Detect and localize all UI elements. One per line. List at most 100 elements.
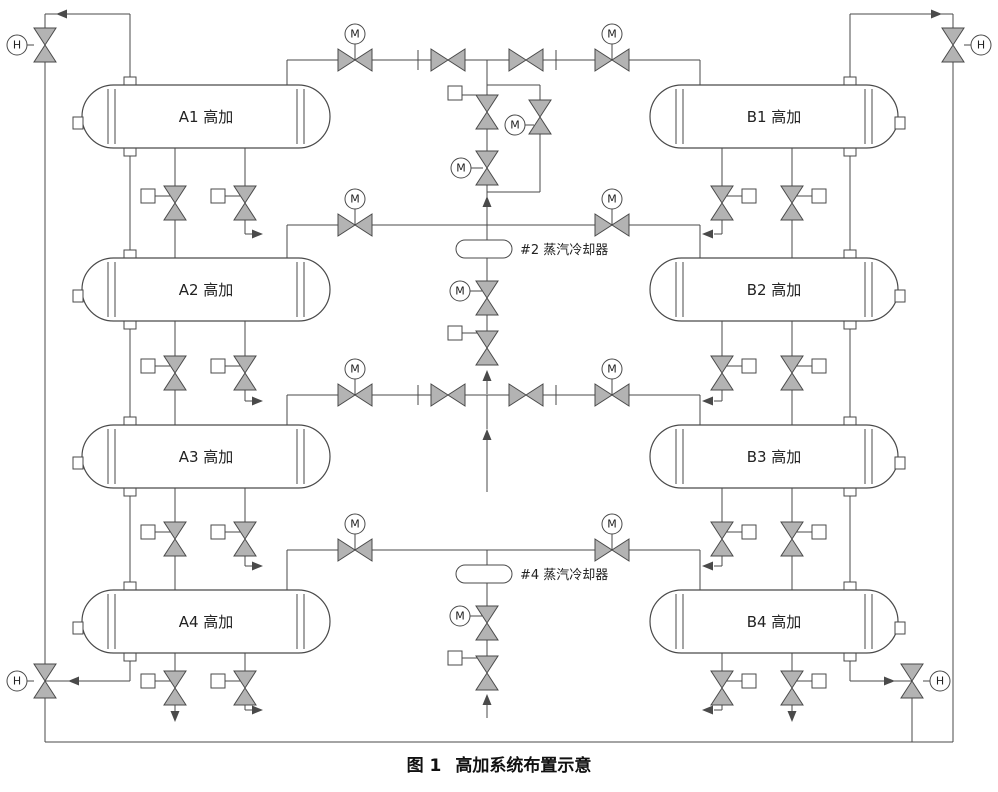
flange: [843, 487, 857, 497]
vessel-b4: B4 高加: [649, 589, 906, 654]
vessel-label: A2 高加: [179, 281, 234, 299]
flange: [123, 147, 137, 157]
vessel-a2: A2 高加: [72, 257, 331, 322]
heater-vessels: A1 高加 A2 高加 A3 高加 A4 高加 B1 高加 B2 高加 B3 高…: [72, 84, 906, 654]
flow-arrow: [252, 561, 263, 571]
flow-arrow: [252, 705, 263, 715]
flange: [123, 76, 137, 86]
nozzle: [894, 456, 906, 470]
drain-valve-actuated: [211, 356, 256, 390]
b-side-drains: [702, 148, 826, 722]
flow-arrow: [170, 711, 180, 722]
a-side-drains: [141, 148, 263, 722]
nozzle: [894, 116, 906, 130]
flow-arrow: [482, 694, 492, 705]
flow-arrow: [787, 711, 797, 722]
flow-arrow: [482, 429, 492, 440]
nozzle: [72, 621, 84, 635]
vessel-label: A4 高加: [179, 613, 234, 631]
motor-valve: [595, 359, 629, 406]
steam-cooler-vessel: [455, 239, 513, 259]
vessel-label: B2 高加: [747, 281, 802, 299]
motor-valve: [595, 24, 629, 71]
bypass-valve: [528, 99, 552, 135]
drain-valve-actuated: [141, 522, 186, 556]
outer-piping: [7, 9, 991, 743]
steam-headers: [286, 24, 701, 590]
flange: [123, 320, 137, 330]
drain-valve-actuated: [141, 356, 186, 390]
motor-valve: [338, 24, 372, 71]
flange: [123, 487, 137, 497]
flange: [843, 581, 857, 591]
nozzle: [894, 289, 906, 303]
hand-valve: [7, 28, 56, 62]
vessel-a3: A3 高加: [72, 424, 331, 489]
flow-arrow: [252, 396, 263, 406]
motor-valve: [338, 514, 372, 561]
flow-arrow: [482, 370, 492, 381]
vessel-b3: B3 高加: [649, 424, 906, 489]
flow-arrow: [252, 229, 263, 239]
hand-valve: [942, 28, 991, 62]
flow-arrow: [68, 676, 79, 686]
motor-valve: [595, 189, 629, 236]
vessel-label: B4 高加: [747, 613, 802, 631]
steam-cooler-vessel: [455, 564, 513, 584]
drain-valve-actuated: [711, 671, 756, 705]
vessel-label: A1 高加: [179, 108, 234, 126]
cooler-label: #4 蒸汽冷却器: [520, 568, 608, 583]
motor-valve: [475, 280, 499, 316]
center-upper-stack: #2 蒸汽冷却器: [447, 60, 608, 394]
flow-arrow: [702, 561, 713, 571]
drain-valve-actuated: [781, 186, 826, 220]
flow-arrow: [482, 196, 492, 207]
vessel-label: B1 高加: [747, 108, 802, 126]
drain-valve-actuated: [711, 186, 756, 220]
flange: [123, 581, 137, 591]
flow-arrow: [56, 9, 67, 19]
flange: [843, 320, 857, 330]
flange: [843, 652, 857, 662]
cooler-label: #2 蒸汽冷却器: [520, 243, 608, 258]
flange: [843, 76, 857, 86]
flow-arrow: [884, 676, 895, 686]
center-supply: [482, 395, 492, 492]
flow-arrow: [702, 705, 713, 715]
vessel-label: B3 高加: [747, 448, 802, 466]
flange: [843, 249, 857, 259]
motor-actuator-icon: [504, 114, 526, 136]
nozzle: [72, 456, 84, 470]
motor-valve: [338, 359, 372, 406]
drain-valve-actuated: [211, 186, 256, 220]
vessel-b2: B2 高加: [649, 257, 906, 322]
motor-valve: [595, 514, 629, 561]
actuator-box: [447, 650, 463, 666]
motor-valve: [475, 605, 499, 641]
nozzle: [72, 289, 84, 303]
motor-actuator-icon: [449, 280, 471, 302]
motor-actuator-icon: [450, 157, 472, 179]
center-lower-stack: #4 蒸汽冷却器: [447, 550, 608, 718]
flange: [123, 416, 137, 426]
drain-valve-actuated: [211, 671, 256, 705]
figure-title: 高加系统布置示意: [455, 755, 591, 776]
vessel-b1: B1 高加: [649, 84, 906, 149]
vessel-a1: A1 高加: [72, 84, 331, 149]
drain-valve-actuated: [141, 671, 186, 705]
flange: [123, 652, 137, 662]
drain-valve-actuated: [211, 522, 256, 556]
control-valve: [475, 655, 499, 691]
vessel-label: A3 高加: [179, 448, 234, 466]
drain-valve-actuated: [711, 356, 756, 390]
flange: [123, 249, 137, 259]
flange: [843, 147, 857, 157]
drain-valve-actuated: [781, 671, 826, 705]
control-valve: [475, 94, 499, 130]
actuator-box: [447, 85, 463, 101]
nozzle: [894, 621, 906, 635]
nozzle: [72, 116, 84, 130]
